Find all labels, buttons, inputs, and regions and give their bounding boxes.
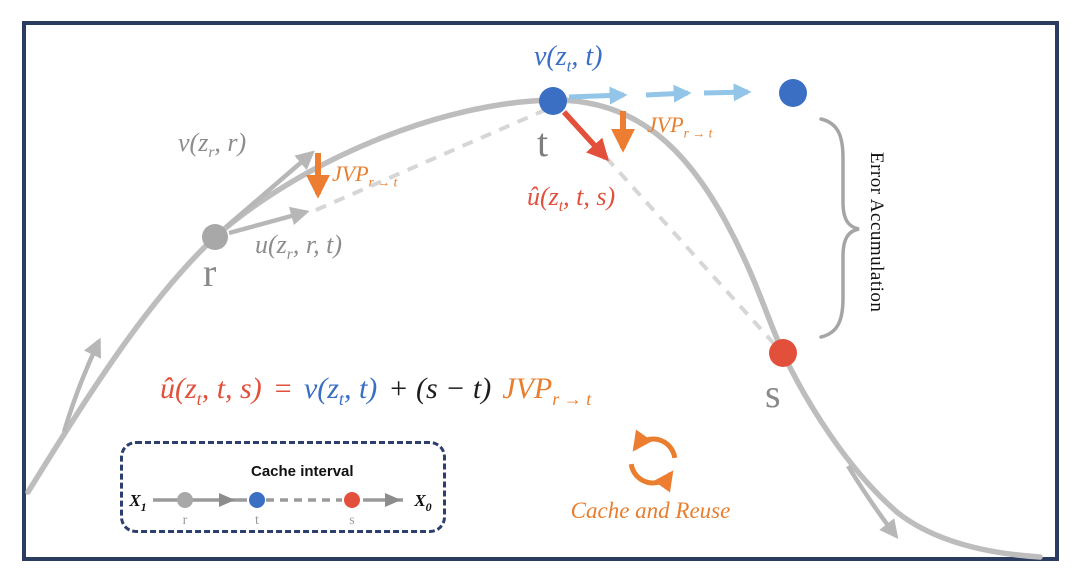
timeline-point-r: [177, 492, 193, 508]
ode-trajectory-curve: [25, 97, 1043, 560]
equation-jvp-term: JVPr → t: [502, 372, 592, 409]
point-t-dot: [539, 87, 567, 115]
v-t-label: v(zt, t): [534, 41, 603, 76]
euler-chord-r-t: [315, 108, 546, 212]
cache-interval-box: Cache interval X1 r t s X0: [120, 441, 446, 533]
cache-timeline: X1 r t s X0: [128, 491, 431, 528]
u-hat-label: û(zt, t, s): [527, 182, 616, 216]
v-r-label: v(zr, r): [178, 128, 247, 162]
jvp-r-label: JVPr → t: [332, 161, 398, 190]
x0-label: X0: [413, 491, 431, 514]
equation-v-term: v(zt, t): [303, 372, 378, 409]
timeline-arrowhead-1: [219, 493, 235, 507]
point-r-dot: [202, 224, 228, 250]
cache-and-reuse-label: Cache and Reuse: [570, 498, 731, 523]
x1-label: X1: [128, 491, 146, 514]
reused-point-dot: [779, 79, 807, 107]
start-tangent-arrow: [61, 337, 102, 433]
point-r-label: r: [203, 250, 217, 295]
jvp-t-label: JVPr → t: [647, 112, 713, 141]
point-t-label: t: [537, 120, 549, 165]
equation-equals: =: [272, 372, 293, 405]
figure-border: [22, 21, 1059, 561]
timeline-point-s: [344, 492, 360, 508]
cached-velocity-arrows: [568, 83, 752, 105]
equation-step-term: + (s − t): [388, 372, 492, 405]
cache-reuse-cycle-icon: [628, 429, 678, 493]
error-accumulation-label: Error Accumulation: [865, 151, 887, 313]
equation-lhs: û(zt, t, s): [160, 372, 262, 409]
euler-chord-t-s: [564, 111, 779, 349]
error-brace: [819, 117, 860, 339]
point-s-label: s: [765, 371, 781, 416]
cache-interval-title: Cache interval: [251, 463, 354, 480]
timeline-tick-s: s: [349, 513, 354, 528]
timeline-arrowhead-2: [385, 493, 401, 507]
u-r-arrow: [228, 206, 310, 236]
u-r-label: u(zr, r, t): [255, 230, 342, 264]
update-equation: û(zt, t, s) = v(zt, t) + (s − t) JVPr → …: [160, 372, 592, 409]
point-s-dot: [769, 339, 797, 367]
u-hat-arrow: [561, 110, 609, 162]
timeline-tick-r: r: [183, 513, 188, 528]
end-tangent-arrow: [846, 464, 899, 539]
v-r-arrow: [224, 150, 315, 229]
timeline-tick-t: t: [255, 513, 259, 528]
timeline-point-t: [249, 492, 265, 508]
